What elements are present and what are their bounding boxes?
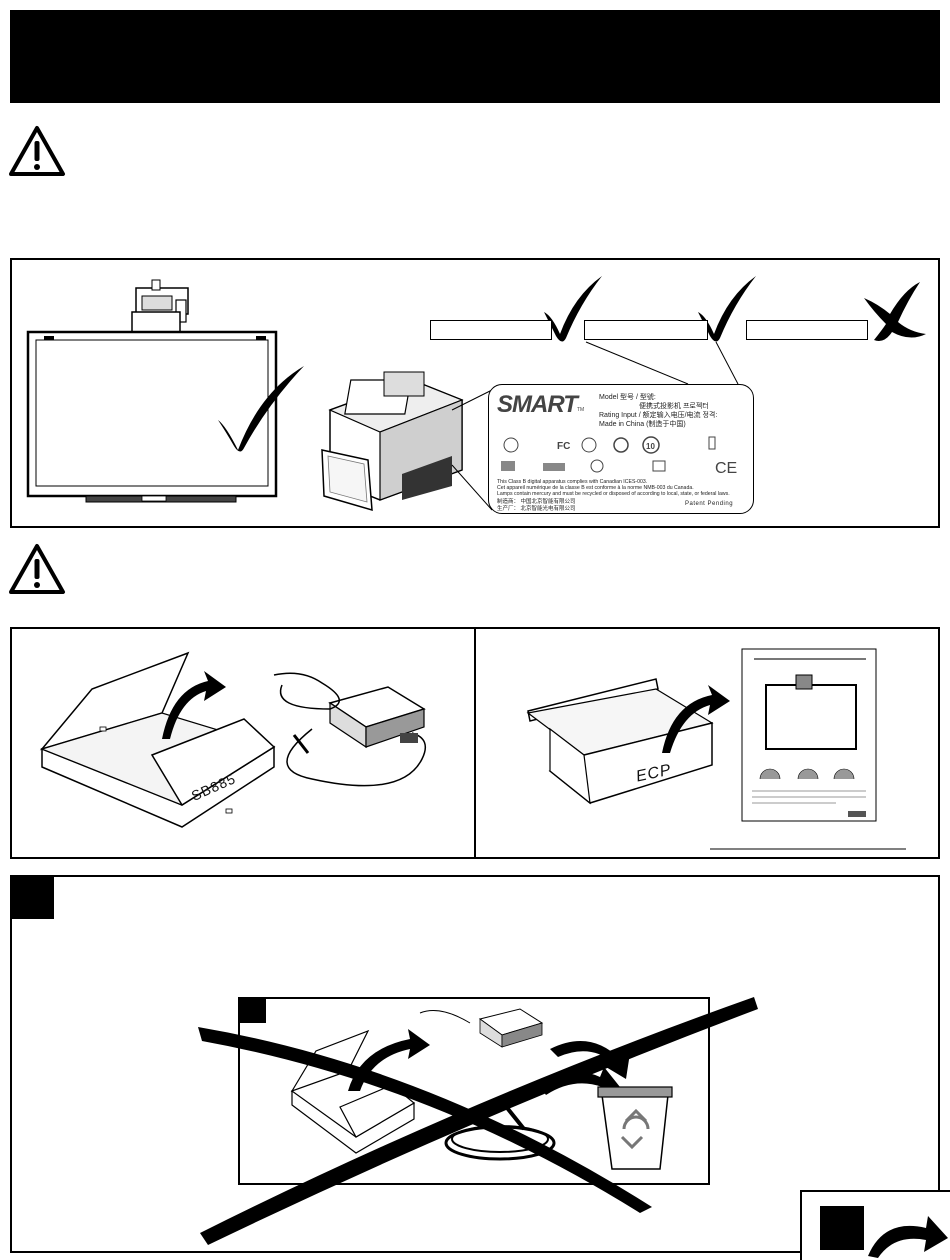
inset-step-marker (240, 999, 266, 1023)
label-box-1 (430, 320, 552, 340)
label-box-3 (746, 320, 868, 340)
next-step-corner (800, 1190, 950, 1260)
label-line-made: Made in China (制造于中国) (599, 421, 686, 428)
compliance-3: Lamps contain mercury and must be recycl… (497, 491, 730, 497)
maker-1: 制造商： 中国北京智能有限公司 (497, 499, 576, 505)
arrow-icon (540, 1067, 620, 1097)
certification-marks: FC 10 CE (501, 436, 737, 473)
check-icon (544, 276, 602, 342)
maker-2: 生产厂： 北京智能光电有限公司 (497, 506, 576, 512)
disposal-panel (10, 875, 940, 1253)
manual-document (741, 648, 877, 822)
product-label: SMART TM Model 型号 / 型號: 便携式投影机 프로젝터 Rati… (488, 384, 754, 514)
ecp-box-illustration (526, 648, 906, 850)
step-marker (12, 877, 54, 919)
cert-fc: FC (557, 441, 570, 452)
recycle-bin (597, 1086, 673, 1170)
brand-logo: SMART (497, 391, 578, 418)
arrow-icon (662, 685, 730, 753)
compatibility-panel: SMART TM Model 型号 / 型號: 便携式投影机 프로젝터 Rati… (10, 258, 940, 528)
next-step-marker (820, 1206, 864, 1250)
label-box-2 (584, 320, 708, 340)
check-icon (218, 366, 304, 452)
compatibility-illustration (26, 276, 926, 512)
arrow-icon (868, 1216, 948, 1258)
cert-10: 10 (646, 442, 655, 451)
check-icon (698, 276, 756, 342)
projector-unit (321, 371, 493, 512)
compliance-2: Cet appareil numérique de la classe B es… (497, 485, 694, 491)
open-box (39, 651, 276, 828)
arrow-icon (162, 671, 226, 739)
cross-icon (864, 282, 926, 341)
disposal-illustration (290, 1008, 673, 1170)
cross-out-strokes (198, 997, 758, 1245)
recycle-icon (620, 1108, 650, 1150)
label-line-type: 便携式投影机 프로젝터 (639, 403, 709, 410)
board-box-illustration (39, 651, 427, 828)
label-line-model: Model 型号 / 型號: (599, 394, 656, 401)
interactive-whiteboard (26, 330, 278, 503)
ecp-contents-panel: ECP (474, 627, 940, 859)
small-power-supply (419, 1008, 544, 1048)
warning-icon (9, 544, 65, 594)
brand-tm: TM (577, 407, 585, 413)
power-supply (273, 672, 427, 787)
warning-icon (9, 126, 65, 176)
arrow-icon (550, 1041, 630, 1079)
disposal-inset (238, 997, 710, 1185)
package-contents-panel: SB885 (10, 627, 476, 859)
ecp-box (526, 678, 714, 805)
cert-ce: CE (715, 460, 737, 473)
compliance-1: This Class B digital apparatus complies … (497, 479, 648, 485)
mounted-projector (131, 279, 189, 339)
header-bar (10, 10, 940, 103)
patent-pending: Patent Pending (685, 501, 734, 507)
arrow-icon (348, 1029, 430, 1091)
label-line-rating: Rating Input / 额定输入电压/电流 정격: (599, 412, 718, 419)
